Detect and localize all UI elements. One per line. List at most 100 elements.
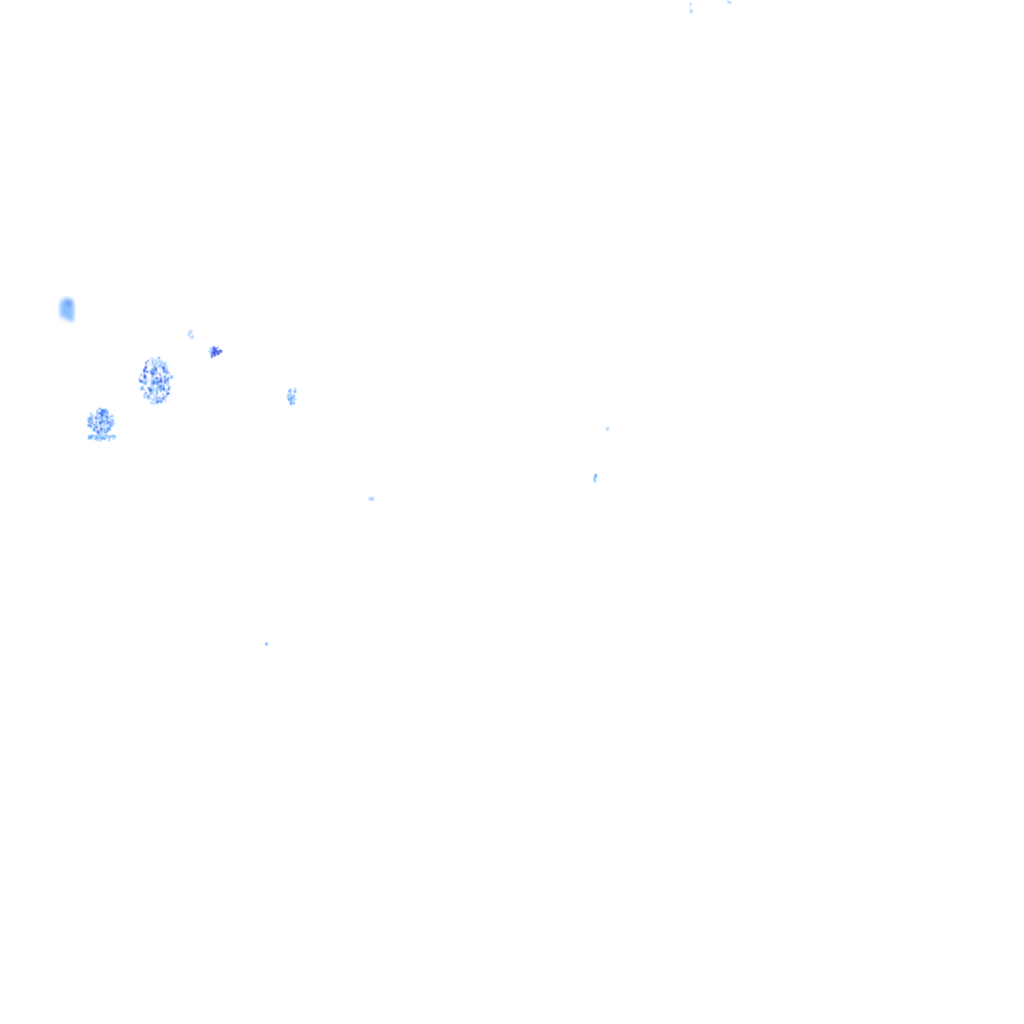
precip-pixel xyxy=(98,412,101,415)
precip-pixel xyxy=(105,418,109,420)
precip-pixel xyxy=(155,395,158,398)
precip-pixel xyxy=(101,418,103,421)
precip-pixel xyxy=(104,430,108,432)
precip-pixel xyxy=(148,395,150,399)
precip-pixel xyxy=(98,427,101,430)
precip-pixel xyxy=(154,378,156,380)
precip-pixel xyxy=(92,428,96,432)
precip-pixel xyxy=(90,422,94,424)
precip-pixel xyxy=(154,377,156,379)
precip-pixel xyxy=(187,332,191,337)
precip-pixel xyxy=(143,393,145,396)
precip-pixel xyxy=(163,396,166,398)
precip-pixel xyxy=(215,350,219,355)
precip-pixel xyxy=(153,367,157,371)
precip-pixel xyxy=(108,415,110,420)
precip-pixel xyxy=(162,387,165,391)
precip-pixel xyxy=(147,396,149,401)
precip-pixel xyxy=(91,435,94,438)
precip-pixel xyxy=(212,346,215,349)
precip-pixel xyxy=(153,393,155,398)
precip-pixel xyxy=(159,387,163,392)
precip-pixel xyxy=(154,362,157,366)
precip-pixel xyxy=(106,428,109,430)
precip-pixel xyxy=(216,347,219,349)
precip-pixel xyxy=(101,409,104,413)
precip-pixel xyxy=(100,427,103,432)
precip-pixel xyxy=(106,410,109,415)
precip-pixel xyxy=(104,423,107,426)
precip-pixel xyxy=(108,421,111,423)
precip-cell-far-west xyxy=(59,298,74,322)
precip-pixel xyxy=(91,421,93,423)
precip-pixel xyxy=(110,423,113,425)
precip-pixel xyxy=(217,352,220,355)
precip-pixel xyxy=(147,360,149,362)
precip-pixel xyxy=(161,384,164,388)
precip-pixel xyxy=(150,382,154,386)
precip-pixel xyxy=(155,399,157,404)
precip-pixel xyxy=(106,435,109,438)
precip-pixel xyxy=(161,400,163,404)
precip-pixel xyxy=(98,421,102,424)
precip-pixel xyxy=(151,384,154,387)
precip-pixel xyxy=(97,425,99,427)
precip-pixel xyxy=(163,378,165,383)
precip-pixel xyxy=(168,378,170,382)
precip-pixel xyxy=(158,383,160,386)
precip-cell-southwest xyxy=(87,408,117,442)
precip-pixel xyxy=(215,348,217,352)
precip-pixel xyxy=(144,366,148,369)
precip-pixel xyxy=(157,364,160,368)
precip-pixel xyxy=(144,381,146,385)
precip-pixel xyxy=(144,381,147,385)
precip-pixel xyxy=(159,398,162,400)
precip-pixel xyxy=(164,366,168,371)
precip-pixel xyxy=(292,396,296,401)
precip-pixel xyxy=(150,397,152,401)
precip-pixel xyxy=(159,369,161,372)
precip-pixel xyxy=(155,396,157,399)
precip-pixel xyxy=(152,374,154,378)
precip-pixel xyxy=(112,437,116,440)
precip-pixel xyxy=(163,361,167,366)
precip-pixel xyxy=(152,386,155,389)
precip-pixel xyxy=(90,412,92,416)
precip-pixel xyxy=(146,364,148,368)
precip-pixel xyxy=(108,437,111,442)
precip-pixel xyxy=(96,413,99,418)
precip-pixel xyxy=(210,351,214,355)
precip-scatter xyxy=(187,0,732,646)
precip-pixel xyxy=(108,416,111,420)
precip-pixel xyxy=(161,393,164,396)
precip-pixel xyxy=(190,330,193,334)
precip-pixel xyxy=(111,420,115,423)
precip-pixel xyxy=(289,392,293,397)
precip-pixel xyxy=(169,375,172,378)
precip-pixel xyxy=(112,435,114,440)
precip-pixel xyxy=(287,399,291,401)
precip-pixel xyxy=(140,373,142,376)
precip-pixel xyxy=(728,1,732,4)
precip-pixel xyxy=(102,427,106,430)
precip-pixel xyxy=(162,384,165,387)
precip-pixel xyxy=(151,357,154,359)
precip-pixel xyxy=(291,400,295,402)
precip-pixel xyxy=(208,350,210,352)
precip-pixel xyxy=(100,413,104,417)
precip-pixel xyxy=(294,387,296,391)
precip-pixel xyxy=(293,394,295,399)
precip-pixel xyxy=(102,423,105,426)
precip-pixel xyxy=(215,352,217,356)
precip-cell-central xyxy=(139,346,223,405)
precip-pixel xyxy=(96,429,99,434)
precip-pixel xyxy=(105,414,108,416)
precip-pixel xyxy=(99,425,102,427)
precip-pixel xyxy=(156,397,158,400)
precip-pixel xyxy=(151,362,153,365)
precip-pixel xyxy=(156,379,159,383)
precip-pixel xyxy=(190,336,194,339)
precip-pixel xyxy=(213,352,216,357)
precip-pixel xyxy=(142,379,144,384)
precip-pixel xyxy=(87,419,89,422)
